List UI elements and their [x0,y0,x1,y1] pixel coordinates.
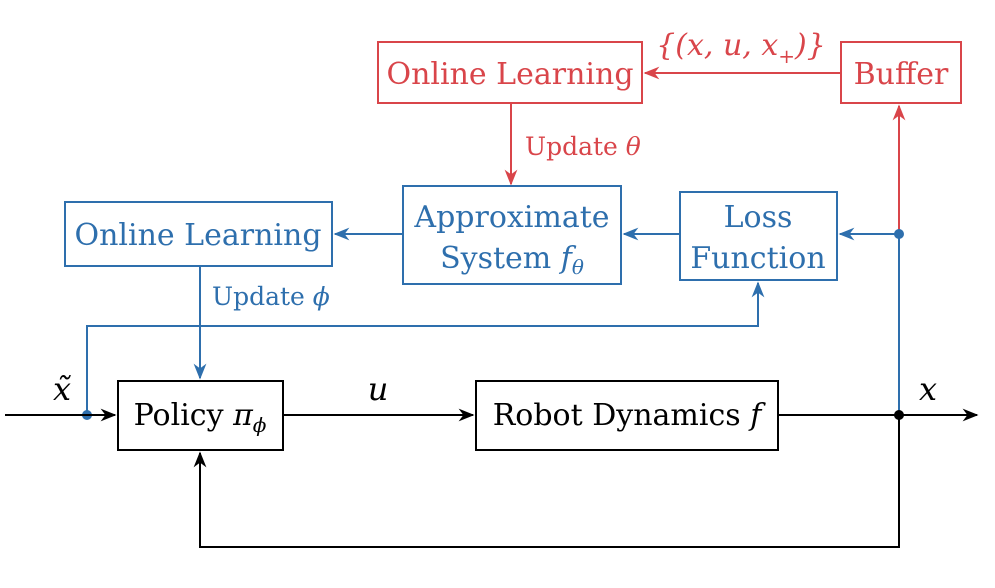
update-theta-text: Update [525,132,626,161]
robot-dynamics-label: Robot Dynamics f [493,398,767,433]
output-tap-dot [894,410,904,420]
loss-function-line1: Loss [724,200,793,235]
output-signal-label: x [919,370,937,408]
online-learning-top-label: Online Learning [386,57,633,92]
approximate-system-sub: θ [572,255,584,279]
policy-text: Policy [134,398,234,433]
red-learning-loop: Online Learning Buffer {(x, u, x+)} Upda… [377,28,962,233]
online-learning-left-box [64,201,333,267]
robot-dynamics-text: Robot Dynamics [493,398,751,433]
buffer-label: Buffer [854,57,949,92]
loss-function-line2: Function [690,241,825,276]
update-phi-label: Update ϕ [212,282,330,311]
state-feedback-arrow [193,415,900,548]
dataset-label-close: )} [794,28,826,63]
policy-label: Policy πϕ [134,398,267,437]
reference-to-loss-arrow [86,281,765,415]
update-theta-symbol: θ [626,132,641,161]
policy-symbol: π [232,398,254,433]
control-signal-label: u [368,370,389,408]
online-learning-left-label: Online Learning [74,218,321,253]
update-phi-symbol: ϕ [313,282,330,311]
approximate-system-line2: System fθ [440,241,584,279]
policy-sub: ϕ [253,413,267,437]
update-theta-label: Update θ [525,132,641,161]
control-loop: Policy πϕ Robot Dynamics f x̃ u x [5,234,979,548]
reference-input-label: x̃ [53,370,72,408]
blue-learning-loop: Online Learning Approximate System fθ Lo… [64,185,904,420]
approximate-system-text: System [440,241,561,276]
robot-dynamics-symbol: f [748,398,766,433]
dataset-label-sub: + [778,44,795,68]
dataset-label: {(x, u, x+)} [656,28,826,68]
loss-function-box [679,191,838,281]
update-phi-text: Update [212,282,313,311]
dataset-label-main: {(x, u, x [656,28,778,63]
approximate-system-line1: Approximate [413,200,609,235]
